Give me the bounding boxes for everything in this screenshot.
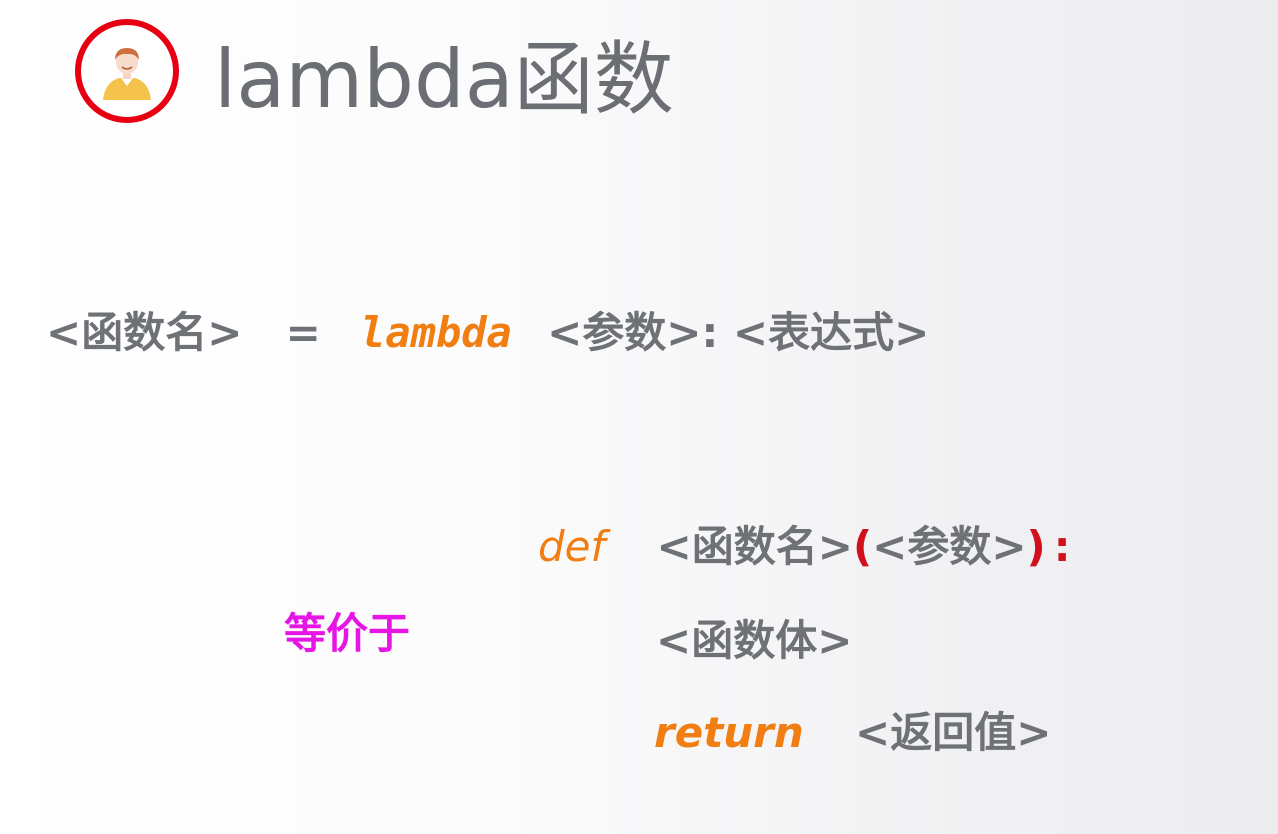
def-keyword: def bbox=[538, 522, 606, 571]
return-value-placeholder: <返回值> bbox=[855, 708, 1052, 757]
return-line: return <返回值> bbox=[654, 708, 1051, 758]
open-paren: ( bbox=[852, 522, 873, 571]
close-paren: ) bbox=[1026, 522, 1046, 571]
func-name-placeholder: <函数名> bbox=[656, 522, 853, 571]
equals-sign: = bbox=[285, 308, 321, 357]
params-placeholder: <参数> bbox=[872, 522, 1027, 571]
person-avatar-icon bbox=[103, 48, 151, 100]
func-name-placeholder: <函数名> bbox=[46, 308, 243, 357]
page-title: lambda函数 bbox=[214, 33, 674, 126]
avatar bbox=[75, 19, 179, 123]
expression-placeholder: <表达式> bbox=[732, 308, 930, 357]
return-keyword: return bbox=[654, 708, 804, 757]
lambda-keyword: lambda bbox=[360, 308, 512, 357]
params-placeholder: <参数>: bbox=[547, 308, 719, 357]
function-body-line: <函数体> bbox=[656, 616, 853, 665]
lambda-syntax-line: <函数名> = lambda <参数>: <表达式> bbox=[46, 308, 929, 358]
colon: : bbox=[1053, 522, 1071, 571]
def-line: def <函数名>(<参数>): bbox=[538, 522, 1071, 572]
equivalent-label: 等价于 bbox=[284, 609, 411, 658]
